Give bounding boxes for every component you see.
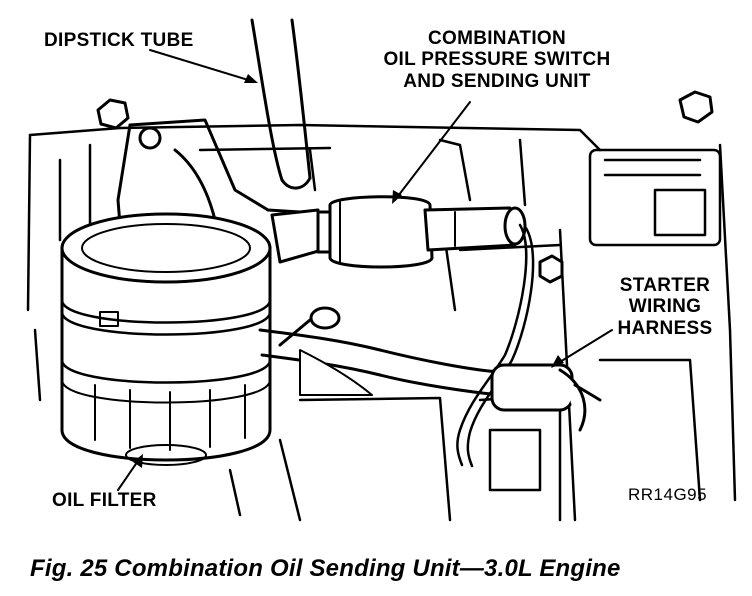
starter-harness-label: STARTER WIRING HARNESS (600, 275, 730, 339)
oil-pressure-unit-label-line1: COMBINATION (427, 28, 567, 49)
oil-filter-shape (60, 212, 272, 466)
figure-code: RR14G95 (628, 485, 708, 504)
oil-pressure-sending-unit-shape (270, 195, 527, 269)
engine-block (26, 123, 737, 522)
starter-harness-label-line2: WIRING (628, 296, 702, 318)
oil-filter-label: OIL FILTER (52, 490, 157, 511)
dipstick-tube-shape (250, 18, 312, 190)
starter-harness-label-line3: HARNESS (617, 317, 713, 339)
oil-pressure-unit-label-line3: AND SENDING UNIT (403, 70, 591, 92)
dipstick-tube-label: DIPSTICK TUBE (44, 30, 194, 51)
starter-harness-label-line1: STARTER (619, 275, 711, 296)
callout-leaders (117, 49, 613, 491)
oil-pressure-unit-label: COMBINATION OIL PRESSURE SWITCH AND SEND… (372, 28, 622, 92)
figure-caption: Fig. 25 Combination Oil Sending Unit—3.0… (30, 555, 621, 582)
starter-harness-shape (258, 306, 602, 432)
oil-pressure-unit-label-line2: OIL PRESSURE SWITCH (383, 49, 611, 71)
mounting-nuts (96, 90, 714, 284)
callout-arrowheads (133, 74, 564, 468)
